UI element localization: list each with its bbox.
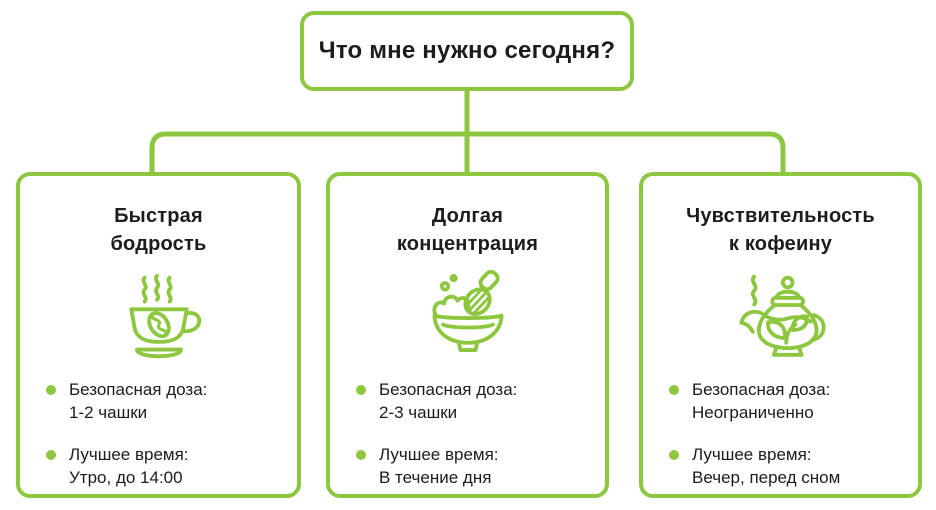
bullet-dot [669,450,679,460]
bullet-dot [356,450,366,460]
bullet-value: Неограниченно [692,403,814,422]
bullet-value: В течение дня [379,468,492,487]
bullet-value: Утро, до 14:00 [69,468,183,487]
card-title: Быстрая бодрость [110,205,207,255]
bullet-label: Лучшее время: [69,445,189,464]
bullet-label: Безопасная доза: [379,380,518,399]
bullet-dot [46,450,56,460]
bullet-safe-dose: Безопасная доза: 1-2 чашки [46,378,283,424]
bullet-list: Безопасная доза: 2-3 чашки Лучшее время:… [330,378,605,508]
teapot-icon [735,270,827,362]
bullet-value: 2-3 чашки [379,403,458,422]
bullet-label: Лучшее время: [379,445,499,464]
root-question-text: Что мне нужно сегодня? [318,37,616,64]
root-question-box: Что мне нужно сегодня? [300,11,634,91]
matcha-bowl-whisk-icon [422,270,514,362]
bullet-best-time: Лучшее время: В течение дня [356,443,591,489]
bullet-safe-dose: Безопасная доза: 2-3 чашки [356,378,591,424]
bullet-safe-dose: Безопасная доза: Неограниченно [669,378,904,424]
bullet-label: Лучшее время: [692,445,812,464]
bullet-dot [46,385,56,395]
card-title: Долгая концентрация [396,205,539,255]
card-title: Чувствительность к кофеину [686,205,875,255]
bullet-list: Безопасная доза: 1-2 чашки Лучшее время:… [20,378,297,508]
bullet-dot [356,385,366,395]
bullet-value: Вечер, перед сном [692,468,841,487]
coffee-cup-icon [113,270,205,362]
card-long-concentration: Долгая концентрация [326,172,609,498]
bullet-label: Безопасная доза: [692,380,831,399]
bullet-value: 1-2 чашки [69,403,148,422]
bullet-dot [669,385,679,395]
bullet-best-time: Лучшее время: Вечер, перед сном [669,443,904,489]
card-quick-energy: Быстрая бодрость Безопасная доза: [16,172,301,498]
bullet-label: Безопасная доза: [69,380,208,399]
card-caffeine-sensitivity: Чувствительность к кофеину Б [639,172,922,498]
bullet-best-time: Лучшее время: Утро, до 14:00 [46,443,283,489]
bullet-list: Безопасная доза: Неограниченно Лучшее вр… [643,378,918,508]
